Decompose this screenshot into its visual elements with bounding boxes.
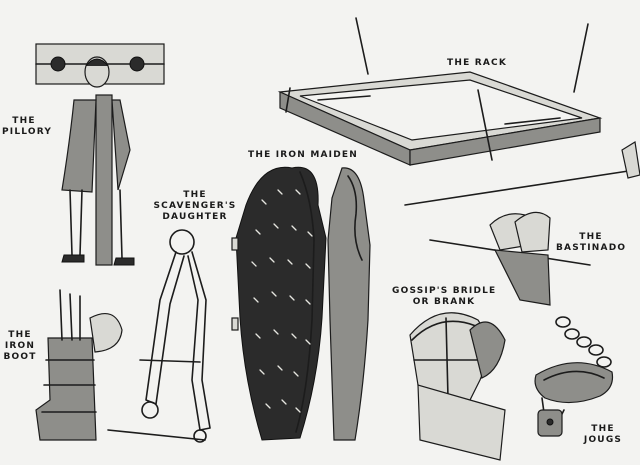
rack-drawing	[277, 17, 603, 166]
label-iron-boot: THE IRON BOOT	[0, 330, 40, 363]
label-rack: THE RACK	[447, 58, 507, 69]
label-jougs: THE JOUGS	[578, 424, 628, 446]
jougs-drawing	[534, 316, 614, 437]
label-jougs-line-2: JOUGS	[583, 435, 623, 445]
label-gossips-bridle-line-1: GOSSIP'S BRIDLE	[392, 286, 497, 296]
label-iron-boot-line-3: BOOT	[3, 352, 37, 362]
iron-maiden-spikes	[251, 189, 313, 413]
bastinado-drawing	[404, 141, 640, 306]
label-iron-boot-line-1: THE	[8, 330, 32, 340]
label-pillory-line-2: PILLORY	[2, 127, 53, 137]
label-scavengers-daughter-line-1: THE	[183, 190, 207, 200]
label-gossips-bridle-line-2: OR BRANK	[412, 297, 476, 307]
label-bastinado-line-2: BASTINADO	[556, 243, 627, 253]
label-iron-maiden: THE IRON MAIDEN	[248, 150, 358, 161]
label-scavengers-daughter-line-3: DAUGHTER	[162, 212, 228, 222]
label-jougs-line-1: THE	[591, 424, 615, 434]
label-iron-maiden-line-1: THE IRON MAIDEN	[248, 150, 358, 160]
gossips-bridle-drawing	[409, 312, 506, 461]
label-scavengers-daughter: THE SCAVENGER'S DAUGHTER	[150, 190, 240, 223]
label-gossips-bridle: GOSSIP'S BRIDLE OR BRANK	[392, 286, 496, 308]
label-scavengers-daughter-line-2: SCAVENGER'S	[153, 201, 237, 211]
scavengers-daughter-drawing	[107, 229, 211, 443]
iron-maiden-drawing	[231, 166, 371, 441]
pillory-drawing	[35, 43, 165, 266]
label-pillory: THE PILLORY	[2, 116, 53, 138]
label-pillory-line-1: THE	[12, 116, 36, 126]
label-rack-line-1: THE RACK	[447, 58, 508, 68]
label-bastinado: THE BASTINADO	[556, 232, 626, 254]
label-bastinado-line-1: THE	[579, 232, 603, 242]
iron-boot-drawing	[35, 289, 123, 441]
label-iron-boot-line-2: IRON	[4, 341, 36, 351]
